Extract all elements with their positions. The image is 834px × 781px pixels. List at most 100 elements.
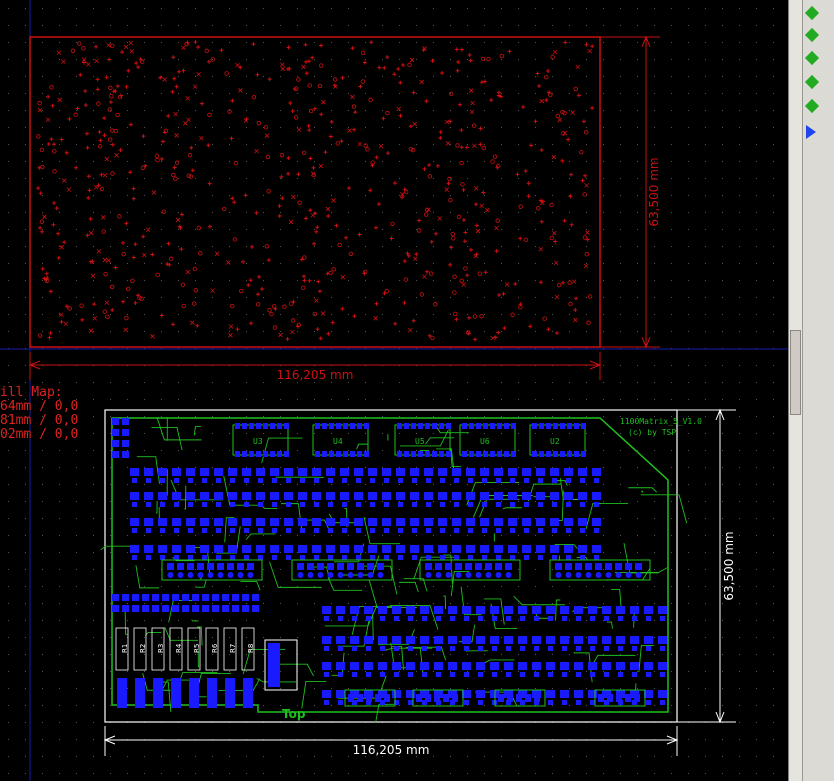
smd-pad — [438, 518, 447, 526]
smd-pad — [384, 502, 389, 507]
smd-pad — [364, 636, 373, 644]
smd-pad — [286, 528, 291, 533]
drill-hole-circle — [455, 143, 460, 148]
vertical-scrollbar[interactable] — [789, 0, 803, 781]
drill-hole-plus — [467, 53, 472, 58]
layer-color-swatch[interactable] — [804, 98, 820, 114]
drill-hole-circle — [477, 271, 482, 276]
layer-row-6[interactable] — [803, 121, 834, 143]
drill-hole-circle — [568, 301, 573, 307]
smd-pad — [546, 662, 555, 670]
smd-pad — [312, 468, 321, 476]
drill-hole-circle — [562, 110, 567, 116]
drill-hole-x — [92, 316, 98, 321]
header-pad — [112, 418, 119, 425]
drill-hole-plus — [343, 235, 348, 240]
trace — [223, 475, 261, 506]
smd-pad — [494, 518, 503, 526]
smd-pad — [592, 545, 601, 553]
smd-pad — [658, 690, 667, 698]
layer-color-swatch[interactable] — [804, 5, 820, 21]
layer-row-2[interactable] — [803, 24, 834, 46]
smd-pad — [336, 662, 345, 670]
drill-hole-x — [102, 257, 108, 263]
drill-hole-plus — [160, 139, 165, 144]
drill-hole-plus — [569, 222, 574, 227]
smd-pad — [216, 528, 221, 533]
smd-pad — [284, 468, 293, 476]
header-pad — [132, 605, 139, 612]
layer-row-3[interactable] — [803, 47, 834, 69]
ic-pad — [242, 423, 247, 429]
smd-pad — [508, 492, 517, 500]
drill-hole-circle — [130, 278, 135, 283]
smd-pad — [186, 545, 195, 553]
smd-pad — [494, 492, 503, 500]
header-pad — [605, 572, 612, 578]
smd-pad — [522, 545, 531, 553]
drill-hole-circle — [174, 160, 180, 165]
header-pad — [435, 563, 442, 570]
layer-color-swatch[interactable] — [804, 74, 820, 90]
drill-hole-plus — [287, 66, 292, 71]
drill-hole-plus — [583, 173, 588, 178]
drill-hole-plus — [159, 157, 164, 162]
scrollbar-thumb[interactable] — [790, 330, 801, 415]
smd-pad — [618, 672, 623, 677]
header-pad — [425, 572, 432, 578]
smd-pad — [422, 646, 427, 651]
layer-row-5[interactable] — [803, 95, 834, 117]
drill-hole-x — [553, 260, 559, 266]
layer-color-swatch[interactable] — [804, 50, 820, 66]
smd-pad — [406, 636, 415, 644]
header-pad — [635, 563, 642, 570]
smd-pad — [350, 690, 359, 698]
ic-pad — [462, 451, 467, 457]
smd-pad — [228, 468, 237, 476]
connector-pad — [534, 694, 540, 702]
layer-row-1[interactable] — [803, 2, 834, 24]
header-pad — [227, 572, 234, 578]
drill-hole-circle — [368, 97, 373, 103]
drill-hole-plus — [576, 93, 581, 98]
ic-pad — [546, 423, 551, 429]
drill-hole-x — [557, 117, 563, 123]
smd-pad — [508, 468, 517, 476]
drill-hole-plus — [207, 224, 212, 229]
drill-hole-plus — [448, 119, 453, 124]
connector-pad — [607, 694, 613, 702]
header-pad — [202, 605, 209, 612]
smd-pad — [314, 502, 319, 507]
drill-hole-plus — [92, 302, 97, 307]
drill-hole-plus — [389, 236, 394, 241]
ic-pad — [411, 451, 416, 457]
drill-hole-circle — [96, 101, 101, 106]
layer-row-4[interactable] — [803, 71, 834, 93]
drill-hole-x — [587, 48, 592, 54]
smd-pad — [338, 672, 343, 677]
drill-hole-circle — [230, 303, 235, 309]
smd-pad — [368, 468, 377, 476]
ic-pad — [532, 423, 537, 429]
trace — [384, 647, 433, 651]
drill-hole-plus — [307, 59, 312, 64]
drill-hole-circle — [518, 204, 523, 209]
smd-pad — [272, 478, 277, 483]
layer-color-swatch[interactable] — [804, 27, 820, 43]
header-pad — [425, 563, 432, 570]
smd-pad — [392, 636, 401, 644]
trace — [240, 581, 261, 591]
drill-hole-x — [104, 156, 110, 162]
drill-hole-plus — [108, 100, 113, 105]
drill-hole-plus — [48, 289, 53, 294]
ic-pad — [404, 423, 409, 429]
trace — [484, 659, 515, 663]
drill-hole-circle — [360, 79, 366, 84]
drill-hole-circle — [312, 311, 318, 317]
drill-hole-x — [310, 213, 316, 218]
ic-pad — [425, 451, 430, 457]
drill-hole-plus — [385, 151, 390, 156]
drill-hole-circle — [460, 182, 465, 187]
